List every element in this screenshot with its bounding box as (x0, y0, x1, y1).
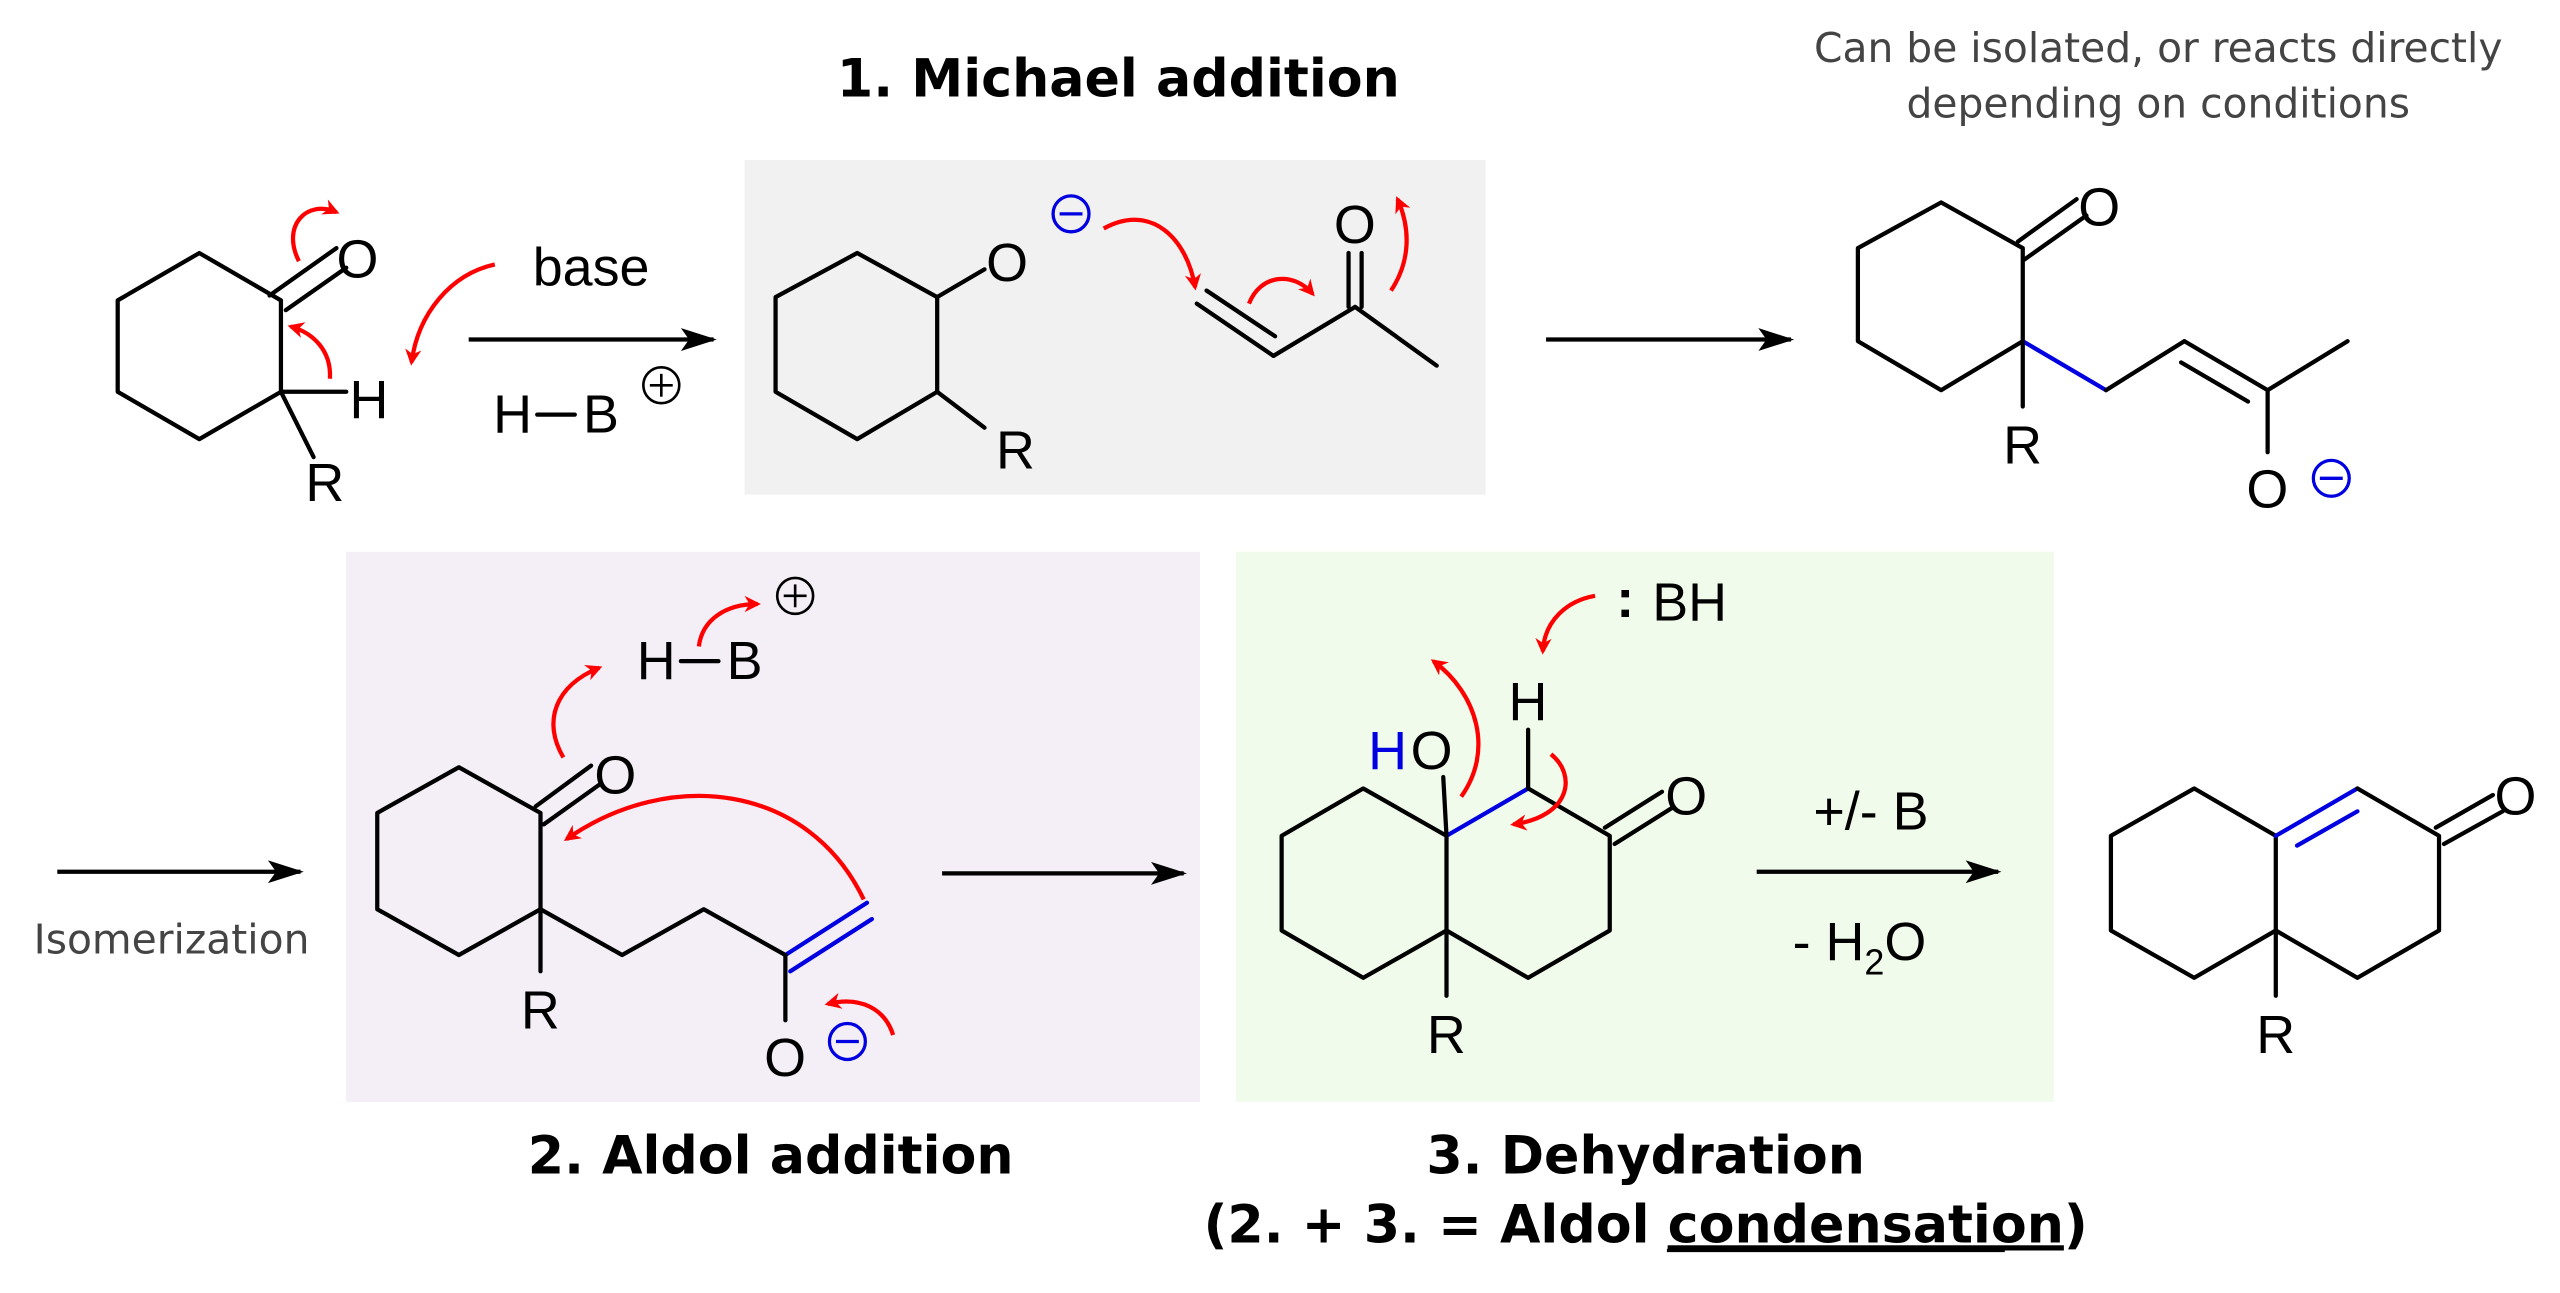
isomerization-arrow: Isomerization (34, 860, 310, 963)
hydroxyl-h: H (1368, 721, 1407, 781)
atom-o-enolate: O (2246, 460, 2288, 520)
atom-r: R (2003, 416, 2042, 476)
red-arrow-co-to-o (291, 199, 340, 263)
hb-label-h: H (493, 385, 532, 445)
atom-o-ketone: O (2495, 767, 2537, 827)
red-arrow-alkene-shift (1247, 276, 1315, 305)
negative-charge-icon (827, 1021, 867, 1062)
atom-o-ketone: O (1665, 767, 1707, 827)
atom-o: O (336, 230, 378, 290)
molecule-enolate-mvk: O R O (773, 194, 1439, 481)
atom-b: B (727, 631, 763, 691)
red-arrow-ch-to-cc (1510, 752, 1568, 831)
deprotonation-arrow: base H B (468, 238, 717, 445)
red-arrow-base-to-h (1535, 593, 1596, 655)
atom-bh: BH (1652, 572, 1727, 632)
aldol-title: 2. Aldol addition (528, 1127, 1014, 1187)
base-label: base (533, 238, 650, 298)
red-arrow-ch-to-cc (287, 322, 333, 379)
atom-o-ketone: O (1334, 195, 1376, 255)
red-arrow-o-lone-pair (824, 992, 896, 1036)
hydroxyl-o: O (1411, 721, 1453, 781)
atom-h: H (637, 631, 676, 691)
dehydration-arrow: +/- B - H2O (1756, 781, 2002, 983)
isomerization-label: Isomerization (34, 915, 310, 963)
isolation-note-line2: depending on conditions (1907, 80, 2410, 128)
red-arrow-co-to-o (1389, 196, 1411, 292)
new-cc-bond (2020, 339, 2109, 393)
negative-charge-icon (1051, 194, 1091, 234)
atom-o-enolate: O (986, 233, 1028, 293)
red-arrow-co-bond-break (1430, 659, 1481, 798)
negative-charge-icon (2311, 458, 2351, 498)
red-arrow-base-to-h (405, 262, 496, 366)
atom-h: H (350, 370, 389, 430)
molecule-michael-adduct: O R O (1855, 177, 2351, 520)
positive-charge-icon (775, 576, 815, 616)
michael-title: 1. Michael addition (837, 49, 1400, 109)
new-cc-bond (1444, 786, 1531, 838)
red-arrow-enolate-attack (563, 793, 866, 901)
lone-pair-colon: : (1616, 569, 1634, 629)
atom-r: R (305, 453, 344, 513)
atom-r: R (996, 421, 1035, 481)
atom-h: H (1509, 672, 1548, 732)
atom-o-ketone: O (594, 745, 636, 805)
atom-o: O (2078, 177, 2120, 237)
red-arrow-hb-to-b (696, 595, 761, 647)
michael-step-box (744, 159, 1486, 495)
molecule-aldol-enolate: O R O H B (375, 576, 896, 1088)
atom-r: R (1427, 1005, 1466, 1065)
molecule-cyclohexanone: O H R (115, 199, 496, 513)
red-arrow-o-to-h (551, 665, 603, 759)
dehydration-title: 3. Dehydration (1426, 1127, 1865, 1187)
positive-charge-icon (642, 365, 681, 405)
atom-r: R (521, 980, 560, 1040)
isolation-note-line1: Can be isolated, or reacts directly (1814, 24, 2503, 72)
aldol-condensation-note: (2. + 3. = Aldol condensation) (1204, 1195, 2088, 1255)
aldol-step-box (346, 551, 1201, 1102)
atom-r: R (2256, 1005, 2295, 1065)
red-arrow-enolate-attack (1102, 217, 1202, 291)
molecule-aldol-product: O H O H R : BH (1279, 569, 1727, 1065)
hb-label-b: B (583, 385, 619, 445)
water-loss-label: - H2O (1793, 912, 1927, 983)
molecule-enone-product: O R (2108, 767, 2537, 1065)
base-label: +/- B (1813, 781, 1928, 841)
atom-o-enolate: O (764, 1028, 806, 1088)
